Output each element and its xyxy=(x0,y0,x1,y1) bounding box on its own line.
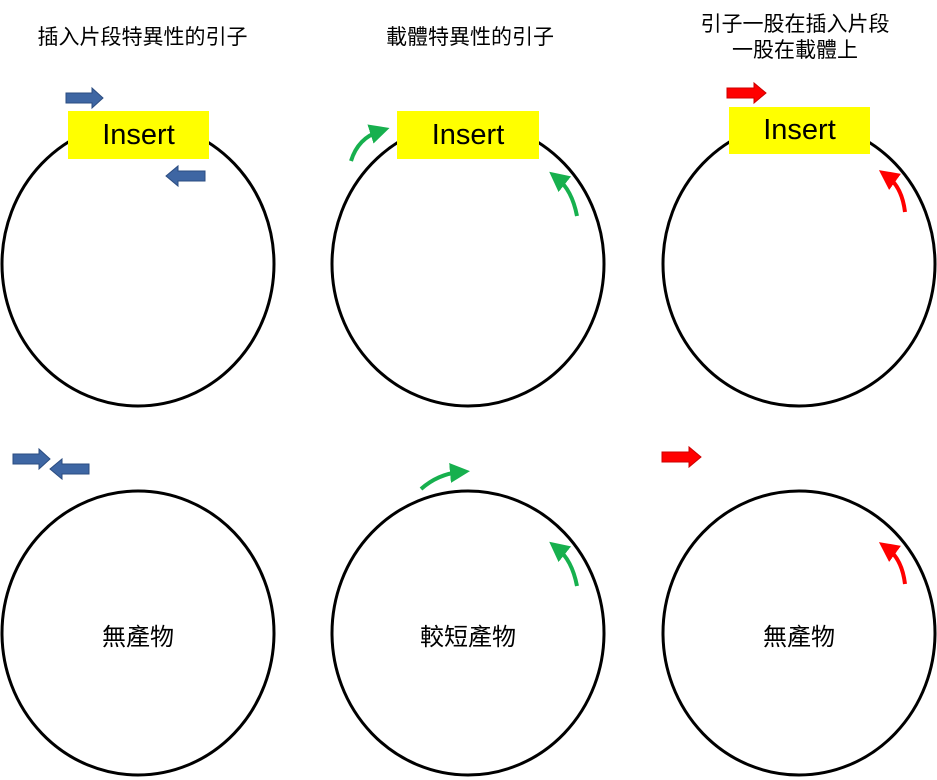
vector-forward-primer-arrow xyxy=(349,124,390,162)
insert-box-2: Insert xyxy=(397,111,539,159)
insert-reverse-primer-arrow-no-insert xyxy=(49,457,90,481)
plasmid-circle-bottom-2 xyxy=(330,489,606,777)
insert-box-3: Insert xyxy=(729,107,870,154)
plasmid-circle-top-1 xyxy=(0,120,276,408)
insert-reverse-primer-arrow xyxy=(165,164,206,188)
mixed-insert-primer-arrow-no-insert xyxy=(661,445,702,469)
column-3-heading-line-1: 引子一股在插入片段 xyxy=(700,12,890,36)
result-label-2: 較短產物 xyxy=(420,623,516,651)
plasmid-circle-bottom-3 xyxy=(661,489,937,777)
vector-reverse-primer-arrow xyxy=(549,171,579,217)
column-3-heading: 引子一股在插入片段 一股在載體上 xyxy=(660,11,930,63)
column-1-heading: 插入片段特異性的引子 xyxy=(37,25,248,49)
result-label-1: 無產物 xyxy=(102,623,174,651)
result-label-3: 無產物 xyxy=(763,623,835,651)
mixed-vector-primer-arrow xyxy=(878,170,907,213)
plasmid-circle-top-2 xyxy=(330,120,606,408)
insert-forward-primer-arrow-no-insert xyxy=(12,447,51,471)
insert-box-1: Insert xyxy=(68,111,209,159)
insert-forward-primer-arrow xyxy=(65,86,104,110)
mixed-insert-primer-arrow xyxy=(726,81,767,105)
plasmid-circle-bottom-1 xyxy=(0,489,276,777)
column-3-heading-line-2: 一股在載體上 xyxy=(732,38,858,62)
mixed-vector-primer-arrow-no-insert xyxy=(878,542,907,585)
vector-reverse-primer-arrow-no-insert xyxy=(549,541,579,587)
vector-forward-primer-arrow-no-insert xyxy=(419,462,470,491)
plasmid-circle-top-3 xyxy=(661,120,937,408)
column-2-heading: 載體特異性的引子 xyxy=(386,25,554,49)
